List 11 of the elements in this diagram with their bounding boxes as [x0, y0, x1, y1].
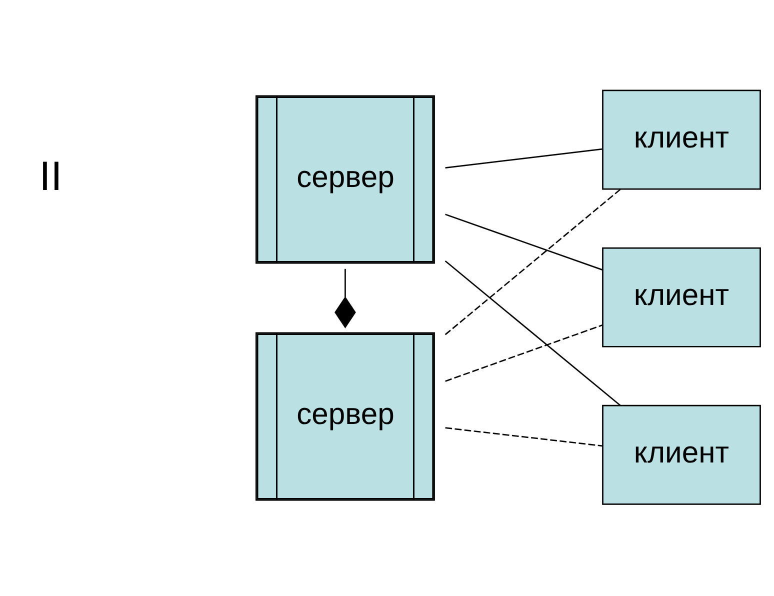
node-box: клиент [602, 247, 761, 348]
connector [445, 214, 603, 270]
node-box: клиент [602, 90, 761, 190]
connector [445, 148, 602, 168]
connector [444, 188, 621, 336]
connector [445, 324, 603, 382]
connector [444, 260, 621, 406]
connector [445, 427, 602, 447]
node-box: клиент [602, 404, 761, 505]
connector [334, 268, 356, 328]
label: II [39, 152, 62, 199]
